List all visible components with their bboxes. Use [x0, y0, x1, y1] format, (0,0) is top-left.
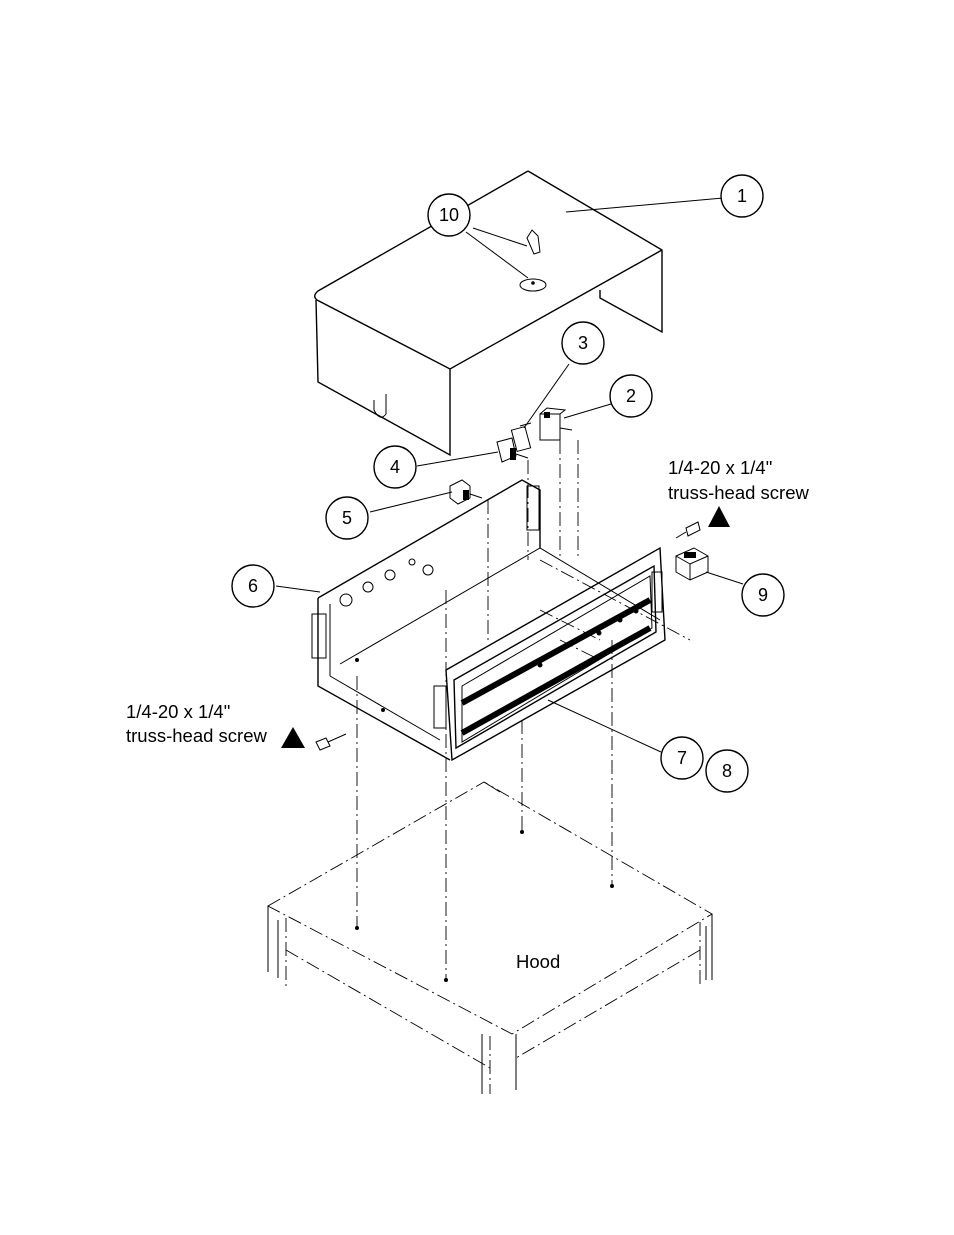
callout-2-label: 2: [626, 386, 636, 406]
callout-1-label: 1: [737, 186, 747, 206]
screw-left: [315, 733, 347, 751]
screw-note-left-line2: truss-head screw: [126, 725, 267, 746]
standoff-part: [510, 422, 532, 453]
front-panel-part: [433, 546, 666, 762]
cover-grommet: [519, 278, 547, 292]
screw-right: [675, 521, 701, 539]
callout-4: 4: [373, 445, 417, 489]
screw-note-left-line1: 1/4-20 x 1/4": [126, 701, 230, 722]
callout-4-label: 4: [390, 457, 400, 477]
callout-3-label: 3: [578, 333, 588, 353]
warning-triangle-icon: [708, 506, 730, 527]
alignment-lines: [356, 440, 691, 980]
callout-5-label: 5: [342, 508, 352, 528]
callout-8-label: 8: [722, 761, 732, 781]
callout-9-label: 9: [758, 585, 768, 605]
callout-10-label: 10: [439, 205, 459, 225]
cover-clip: [526, 229, 541, 255]
leader-lines: [275, 197, 744, 753]
cover-part: [314, 170, 663, 457]
callout-6: 6: [231, 564, 275, 608]
knob-part: [449, 479, 483, 505]
callout-5: 5: [325, 496, 369, 540]
hood-label: Hood: [516, 951, 560, 972]
screw-note-right-line2: truss-head screw: [668, 482, 809, 503]
callout-6-label: 6: [248, 576, 258, 596]
callout-2: 2: [609, 374, 653, 418]
callout-3: 3: [561, 321, 605, 365]
callout-10: 10: [427, 193, 471, 237]
screw-note-right-line1: 1/4-20 x 1/4": [668, 457, 772, 478]
warning-triangle-icon: [281, 727, 305, 748]
callout-7-label: 7: [677, 748, 687, 768]
terminal-block-part: [539, 407, 573, 441]
callout-8: 8: [705, 749, 749, 793]
callout-1: 1: [720, 174, 764, 218]
callout-7: 7: [660, 736, 704, 780]
panel-box-part: [311, 479, 661, 761]
callout-9: 9: [741, 573, 785, 617]
connector-part: [675, 547, 709, 581]
switch-part: [496, 437, 529, 463]
hood-part: [267, 781, 713, 1094]
